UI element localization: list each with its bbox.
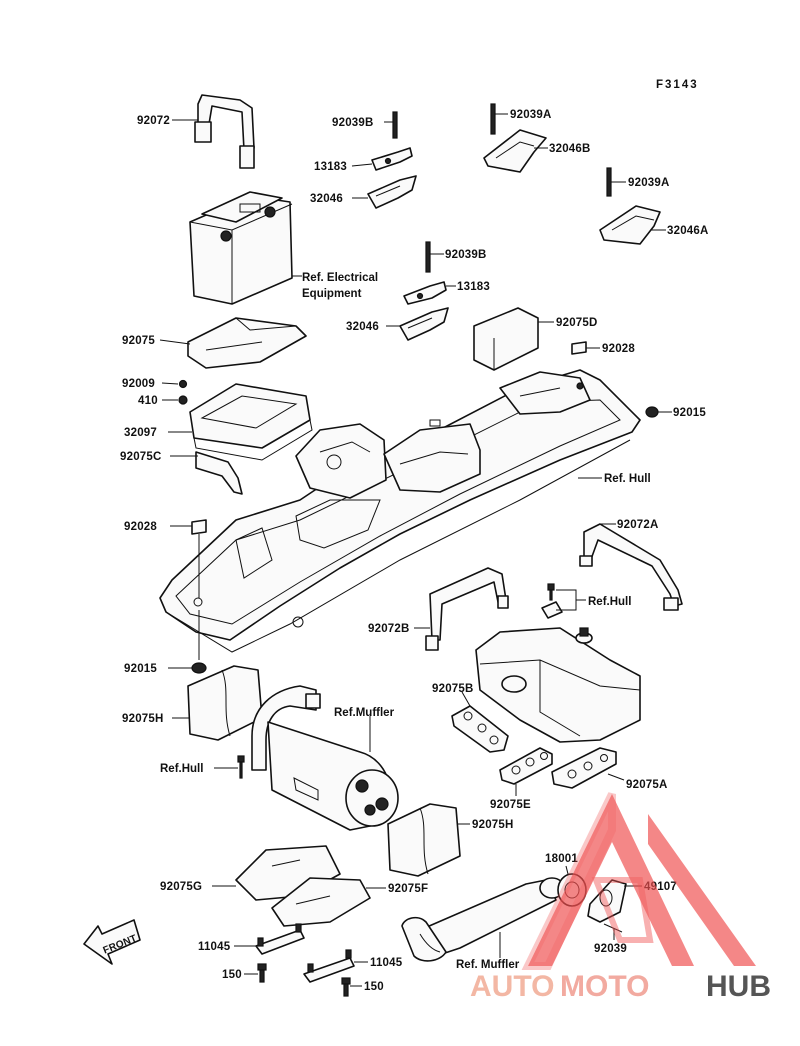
strip-92075C bbox=[195, 451, 243, 495]
plate-92075E bbox=[499, 747, 553, 785]
pad-92075F bbox=[271, 877, 371, 927]
label-92075: 92075 bbox=[122, 335, 155, 347]
bolt-150-b bbox=[341, 977, 351, 997]
label-92075E: 92075E bbox=[490, 799, 531, 811]
label-32046B: 32046B bbox=[549, 143, 590, 155]
plate-13183-b bbox=[403, 281, 447, 305]
battery-case-32097 bbox=[189, 383, 313, 461]
bolt-150-a bbox=[257, 963, 267, 983]
screw-92039 bbox=[603, 923, 623, 933]
figure-code: F3143 bbox=[656, 79, 699, 91]
pad-92075 bbox=[187, 317, 307, 369]
bracket-32046A bbox=[599, 205, 661, 245]
pad-92075D bbox=[473, 307, 539, 371]
strap-92072B bbox=[425, 567, 509, 651]
handle-92072 bbox=[194, 94, 255, 169]
label-92039B-a: 92039B bbox=[332, 117, 373, 129]
cap-92028-b bbox=[191, 519, 207, 598]
label-92072B: 92072B bbox=[368, 623, 409, 635]
watermark-moto: MOTO bbox=[560, 970, 649, 1003]
ref-hull: Ref. Hull bbox=[604, 473, 651, 485]
bolt-ref-hull bbox=[541, 583, 563, 619]
plate-92075A bbox=[551, 747, 617, 789]
battery bbox=[189, 191, 293, 305]
front-arrow-icon: FRONT bbox=[83, 919, 141, 965]
watermark-auto: AUTO bbox=[470, 970, 554, 1003]
bracket-32046-b bbox=[399, 307, 449, 341]
label-92039A-b: 92039A bbox=[628, 177, 669, 189]
label-92072A: 92072A bbox=[617, 519, 658, 531]
label-32046-b: 32046 bbox=[346, 321, 379, 333]
label-13183-a: 13183 bbox=[314, 161, 347, 173]
pad-92075H-a bbox=[187, 665, 263, 741]
cap-92028-a bbox=[571, 341, 587, 355]
label-32046A: 32046A bbox=[667, 225, 708, 237]
bolt-92039A-a bbox=[490, 103, 496, 135]
label-92039A-a: 92039A bbox=[510, 109, 551, 121]
label-150-a: 150 bbox=[222, 969, 242, 981]
exhaust-hose bbox=[401, 877, 565, 962]
bolt-92039B-b bbox=[425, 241, 431, 273]
label-92075B: 92075B bbox=[432, 683, 473, 695]
bracket-32046B bbox=[483, 129, 547, 173]
label-92075H-b: 92075H bbox=[472, 819, 513, 831]
ref-hull-c: Ref.Hull bbox=[160, 763, 203, 775]
clamp-11045-b bbox=[303, 949, 355, 983]
label-92075C: 92075C bbox=[120, 451, 161, 463]
label-13183-b: 13183 bbox=[457, 281, 490, 293]
label-92075D: 92075D bbox=[556, 317, 597, 329]
label-92075H-a: 92075H bbox=[122, 713, 163, 725]
label-92028-b: 92028 bbox=[124, 521, 157, 533]
watermark-triangle-icon bbox=[528, 794, 756, 966]
ref-hull-b: Ref.Hull bbox=[588, 596, 631, 608]
label-92072: 92072 bbox=[137, 115, 170, 127]
bolt-ref-hull-left bbox=[237, 755, 245, 779]
label-32046-a: 32046 bbox=[310, 193, 343, 205]
ref-electrical-line1: Ref. Electrical bbox=[302, 272, 378, 284]
clamp-11045-a bbox=[255, 923, 305, 955]
label-11045-a: 11045 bbox=[198, 941, 231, 953]
hull bbox=[159, 369, 641, 653]
label-92015-b: 92015 bbox=[124, 663, 157, 675]
label-92075A: 92075A bbox=[626, 779, 667, 791]
watermark-logo bbox=[521, 792, 756, 970]
plate-13183-a bbox=[371, 147, 413, 171]
plug-92015-a bbox=[645, 406, 659, 418]
label-92009: 92009 bbox=[122, 378, 155, 390]
bolt-92039A-b bbox=[606, 167, 612, 197]
label-92075G: 92075G bbox=[160, 881, 202, 893]
ref-muffler: Ref.Muffler bbox=[334, 707, 395, 719]
fuel-tank bbox=[475, 627, 641, 743]
label-32097: 32097 bbox=[124, 427, 157, 439]
strap-92072A bbox=[579, 523, 683, 611]
label-92039: 92039 bbox=[594, 943, 627, 955]
label-92015-a: 92015 bbox=[673, 407, 706, 419]
ref-electrical-line2: Equipment bbox=[302, 288, 362, 300]
label-410: 410 bbox=[138, 395, 158, 407]
muffler bbox=[251, 685, 399, 831]
ref-muffler-b: Ref. Muffler bbox=[456, 959, 520, 971]
valve-49107 bbox=[587, 879, 627, 923]
label-11045-b: 11045 bbox=[370, 957, 403, 969]
bolt-92009 bbox=[178, 379, 188, 405]
bolt-92039B-a bbox=[392, 111, 398, 139]
label-92075F: 92075F bbox=[388, 883, 428, 895]
label-92028-a: 92028 bbox=[602, 343, 635, 355]
watermark-hub: HUB bbox=[706, 970, 771, 1003]
label-150-b: 150 bbox=[364, 981, 384, 993]
label-92039B-b: 92039B bbox=[445, 249, 486, 261]
plate-92075B bbox=[451, 705, 509, 753]
label-18001: 18001 bbox=[545, 853, 578, 865]
pad-92075H-b bbox=[387, 803, 461, 877]
bracket-32046-a bbox=[367, 175, 417, 209]
